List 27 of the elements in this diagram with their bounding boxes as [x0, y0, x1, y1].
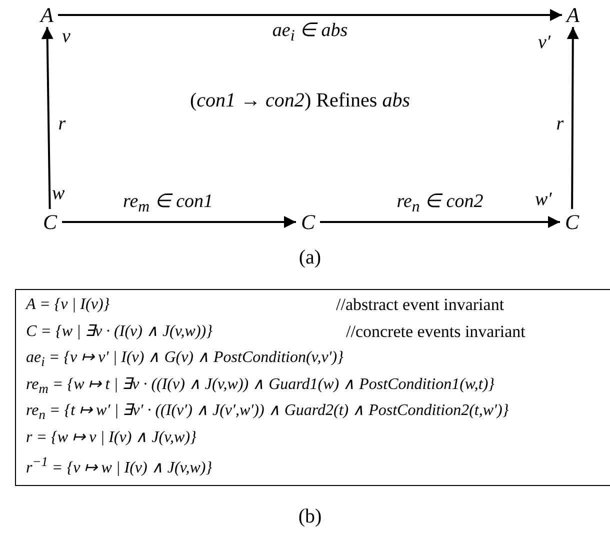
- formula-box: [15, 289, 610, 486]
- arrow: [320, 216, 560, 228]
- set-symbol: C: [38, 209, 62, 235]
- formula-text: ae$_{i}$ = {v ↦ v′ | I(v) ∧ G(v) ∧ PostCondition(v,v′)}: [26, 349, 344, 370]
- set-symbol: A: [36, 3, 58, 27]
- formula-text: re$_{n}$ = {t ↦ w′ | ∃v′ · ((I(v′) ∧ J(v′,w′)) ∧ Guard2(t) ∧ PostCondition2(t,w′)}: [26, 402, 509, 423]
- arrow: [566, 27, 579, 209]
- arrow: [41, 26, 54, 210]
- formula-text: r$^{−1}$ = {v ↦ w | I(v) ∧ J(v,w)}: [26, 455, 212, 477]
- set-symbol: A: [562, 3, 584, 27]
- set-symbol: C: [296, 209, 320, 235]
- variable-label: v′: [538, 33, 551, 52]
- formula-text: r = {w ↦ v | I(v) ∧ J(v,w)}: [26, 429, 196, 447]
- subfigure-caption: (a): [298, 246, 322, 270]
- variable-label: v: [62, 27, 70, 46]
- comment-text: //concrete events invariant: [346, 323, 526, 342]
- formula-text: A = {v | I(v)}: [26, 296, 110, 314]
- formula-text: re$_{m}$ = {w ↦ t | ∃v · ((I(v) ∧ J(v,w)) ∧ Guard1(w) ∧ PostCondition1(w,t)}: [26, 376, 495, 397]
- arrow: [62, 216, 296, 228]
- arrow: [58, 9, 562, 21]
- variable-label: w′: [535, 190, 552, 209]
- set-symbol: C: [560, 209, 584, 235]
- statement-text: (con1 → con2) Refines abs: [190, 90, 410, 112]
- comment-text: //abstract event invariant: [336, 296, 504, 315]
- subfigure-caption: (b): [298, 506, 322, 528]
- formula-text: C = {w | ∃v · (I(v) ∧ J(v,w))}: [26, 323, 213, 341]
- variable-label: w: [52, 184, 65, 203]
